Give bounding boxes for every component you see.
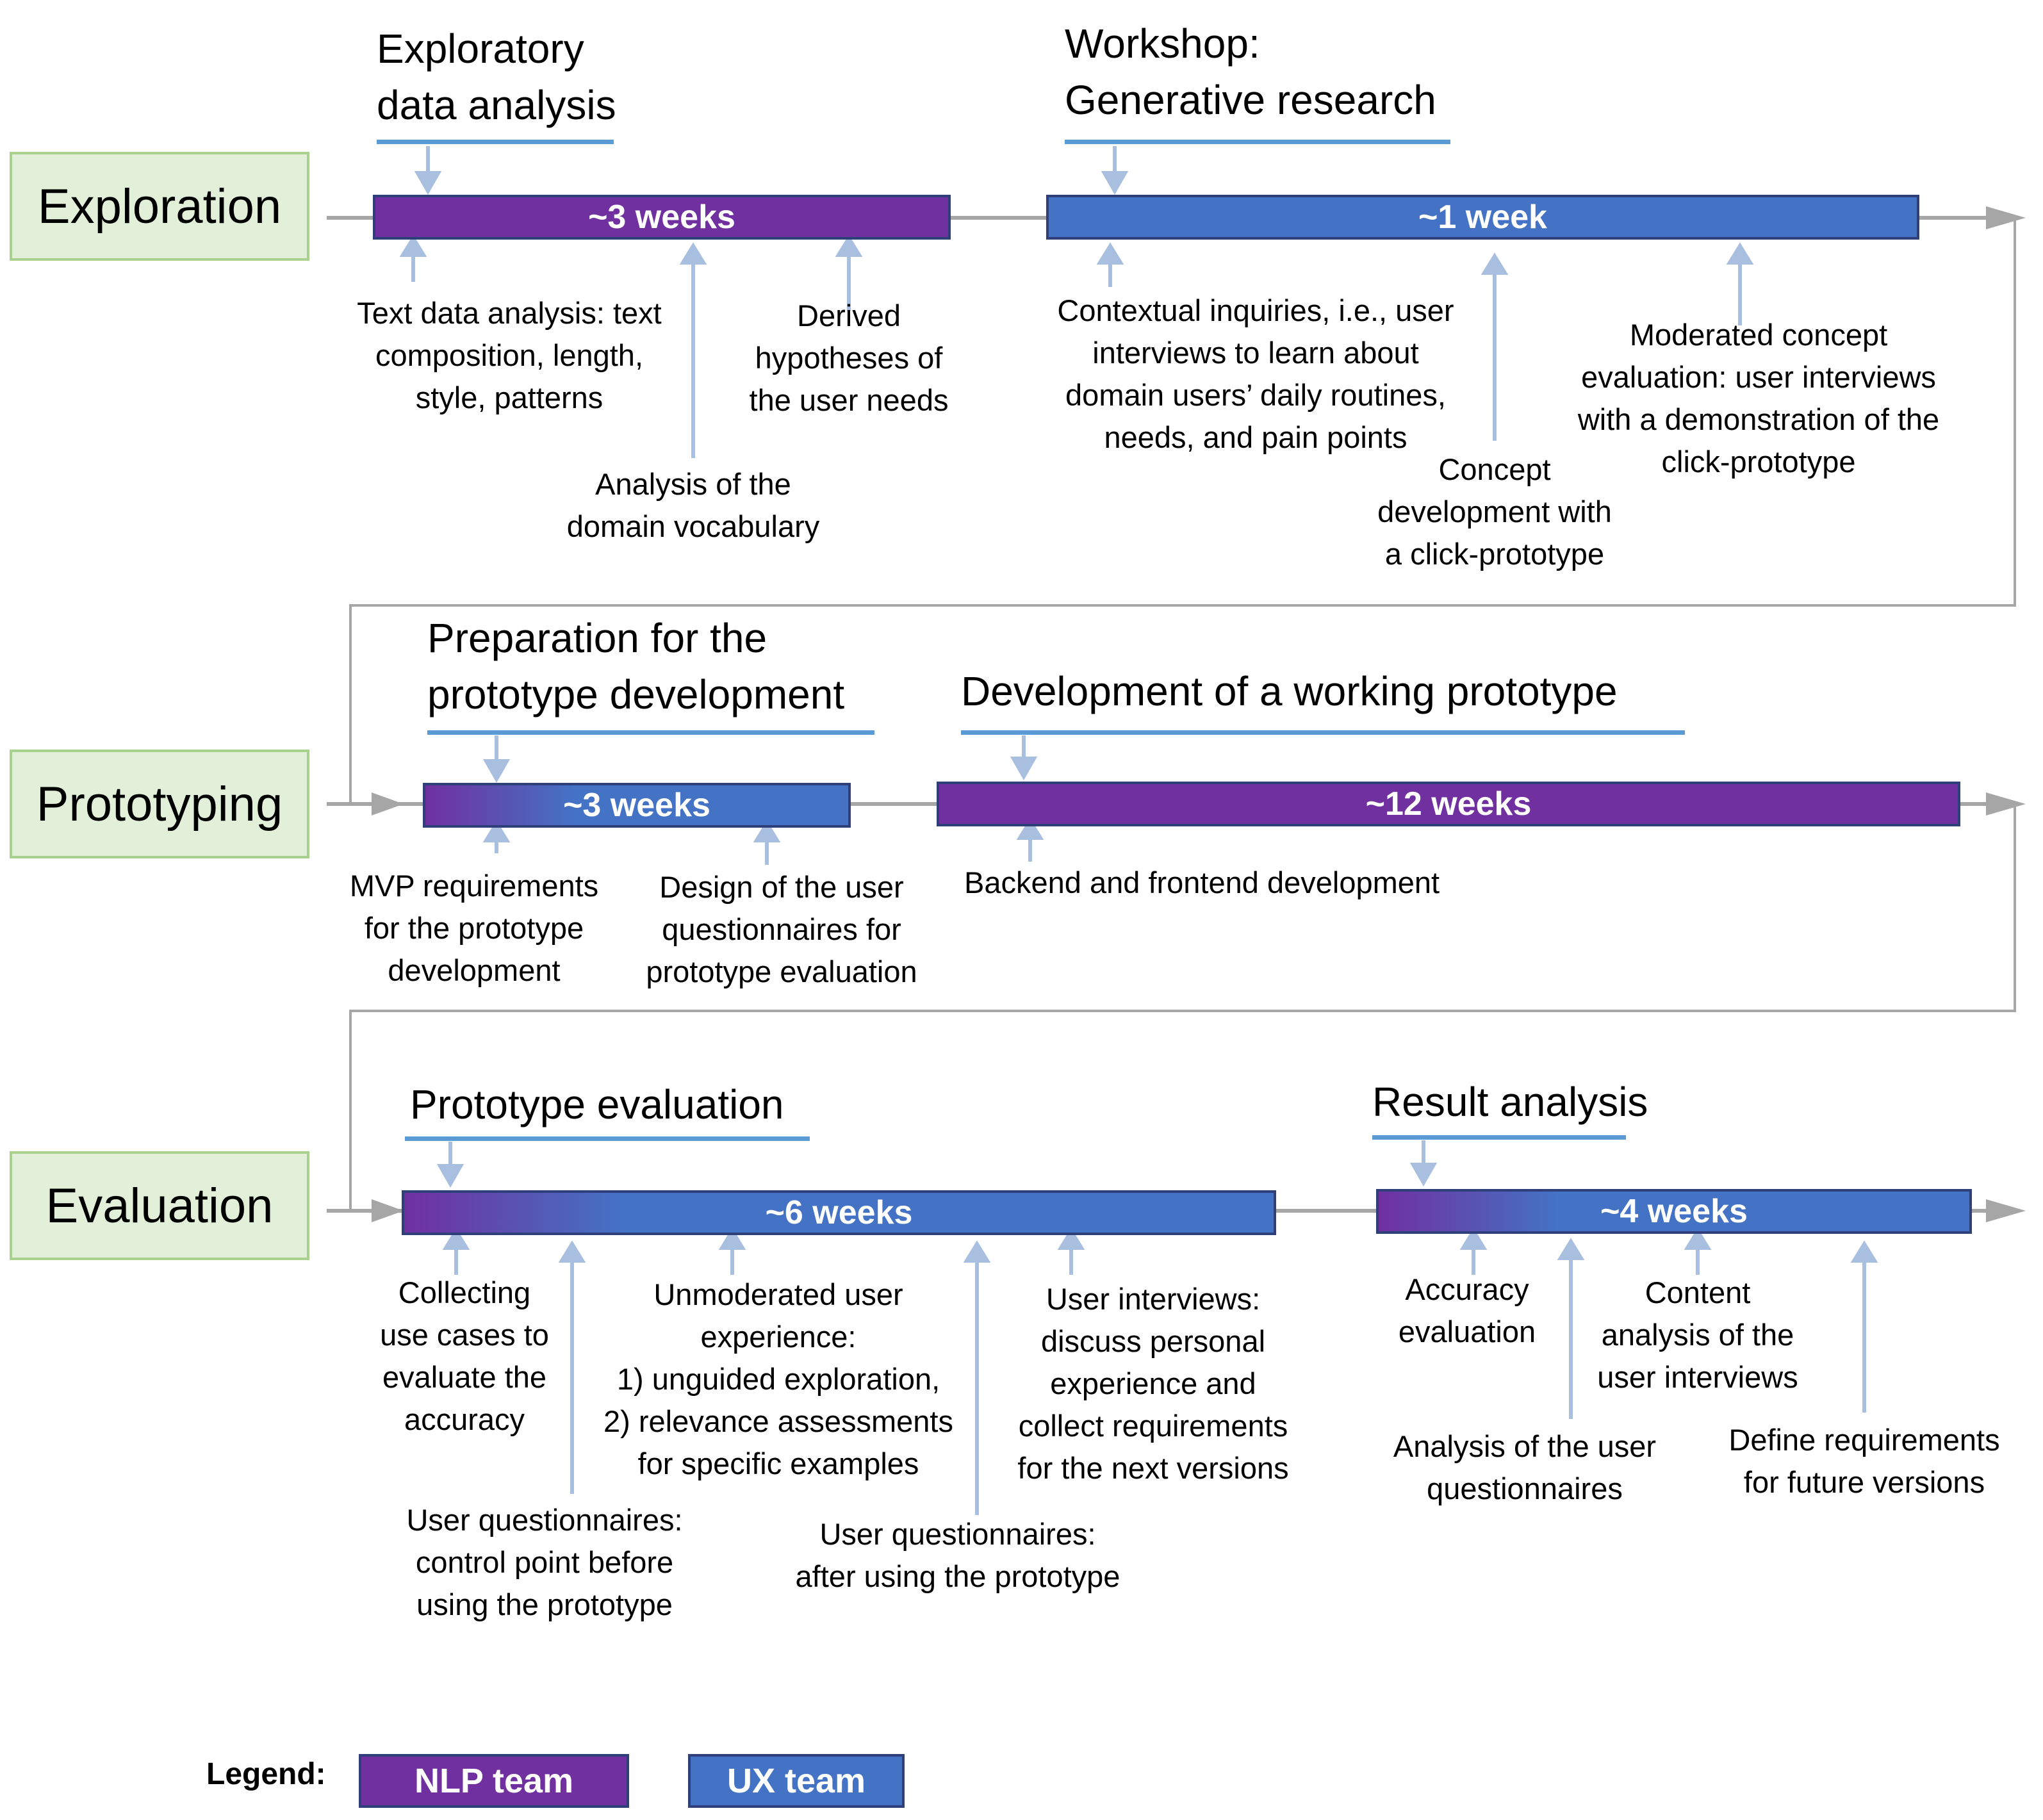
pointer-arrowhead — [753, 820, 781, 842]
note-content-analysis: Content analysis of the user interviews — [1597, 1275, 1798, 1394]
pointer-arrowhead — [482, 759, 511, 783]
pointer-arrowhead — [1057, 1227, 1085, 1250]
heading-underline — [427, 730, 874, 735]
phase-evaluation-label: Evaluation — [45, 1178, 274, 1233]
note-backend-frontend: Backend and frontend development — [964, 865, 1440, 899]
timeline-arrowhead — [1986, 792, 2026, 816]
bar-exploratory-3-weeks: ~3 weeks — [373, 195, 951, 240]
note-domain-vocabulary: Analysis of the domain vocabulary — [566, 467, 820, 543]
legend-ux-team: UX team — [688, 1754, 905, 1808]
heading-underline — [961, 730, 1685, 735]
note-user-interviews: User interviews: discuss personal experi… — [1017, 1282, 1289, 1485]
note-mvp-requirements: MVP requirements for the prototype devel… — [349, 869, 599, 987]
timeline-arrowhead — [372, 1199, 404, 1222]
note-define-requirements: Define requirements for future versions — [1728, 1423, 2000, 1499]
bar-result-analysis-4-weeks: ~4 weeks — [1376, 1189, 1972, 1234]
pointer-arrowhead — [963, 1240, 991, 1263]
legend-label: Legend: — [206, 1757, 326, 1791]
note-concept-development: Concept development with a click-prototy… — [1377, 452, 1612, 571]
timeline-arrowhead — [372, 792, 404, 816]
timeline-arrowhead — [1986, 206, 2026, 229]
heading-development: Development of a working prototype — [961, 668, 1618, 714]
note-collecting-use-cases: Collecting use cases to evaluate the acc… — [380, 1275, 549, 1436]
bar-label: ~4 weeks — [1600, 1193, 1748, 1230]
legend-nlp-team: NLP team — [359, 1754, 629, 1808]
note-accuracy-evaluation: Accuracy evaluation — [1398, 1272, 1536, 1349]
heading-prototype-evaluation: Prototype evaluation — [410, 1081, 784, 1127]
pointer-arrowhead — [399, 234, 427, 257]
phase-exploration-label: Exploration — [37, 179, 282, 234]
bar-workshop-1-week: ~1 week — [1046, 195, 1919, 240]
note-questionnaires-before: User questionnaires: control point befor… — [406, 1503, 683, 1621]
pointer-arrowhead — [442, 1227, 470, 1250]
pointer-arrowhead — [436, 1164, 464, 1188]
pointer-arrowhead — [1010, 757, 1038, 781]
bar-label: ~1 week — [1418, 199, 1547, 236]
heading-result-analysis: Result analysis — [1372, 1079, 1648, 1125]
note-unmoderated-experience: Unmoderated user experience: 1) unguided… — [603, 1277, 953, 1480]
pointer-arrowhead — [718, 1227, 746, 1250]
phase-evaluation: Evaluation — [10, 1151, 309, 1260]
note-derived-hypotheses: Derived hypotheses of the user needs — [749, 299, 949, 417]
heading-underline — [377, 140, 614, 144]
pointer-arrowhead — [414, 171, 442, 195]
note-text-data-analysis: Text data analysis: text composition, le… — [357, 296, 662, 414]
note-moderated-evaluation: Moderated concept evaluation: user inter… — [1577, 318, 1940, 479]
pointer-arrowhead — [1096, 242, 1124, 265]
legend-ux-label: UX team — [726, 1762, 866, 1800]
phase-prototyping-label: Prototyping — [36, 776, 283, 832]
heading-underline — [1065, 140, 1450, 144]
note-design-questionnaires: Design of the user questionnaires for pr… — [646, 870, 917, 988]
pointer-arrowhead — [482, 820, 511, 842]
pointer-arrowhead — [1850, 1240, 1878, 1263]
pointer-arrowhead — [558, 1240, 586, 1263]
heading-underline — [1372, 1135, 1626, 1140]
pointer-arrowhead — [1409, 1163, 1438, 1187]
bar-label: ~3 weeks — [563, 787, 710, 824]
pointer-arrowhead — [1101, 171, 1129, 195]
heading-preparation: Preparation for the prototype developmen… — [427, 615, 845, 717]
pointer-arrowhead — [1016, 817, 1044, 840]
note-contextual-inquiries: Contextual inquiries, i.e., user intervi… — [1057, 293, 1454, 454]
pointer-arrowhead — [679, 242, 707, 265]
legend-nlp-label: NLP team — [414, 1762, 574, 1800]
timeline-arrowhead — [1986, 1199, 2026, 1222]
pointer-arrowhead — [1557, 1238, 1585, 1260]
bar-preparation-3-weeks: ~3 weeks — [423, 783, 851, 828]
pointer-arrowhead — [1481, 252, 1509, 275]
heading-underline — [405, 1136, 810, 1141]
bar-label: ~3 weeks — [588, 199, 735, 236]
phase-prototyping: Prototyping — [10, 750, 309, 858]
pointer-arrowhead — [1684, 1227, 1712, 1250]
bar-prototype-evaluation-6-weeks: ~6 weeks — [402, 1190, 1276, 1235]
pointer-arrowhead — [835, 234, 863, 257]
phase-exploration: Exploration — [10, 152, 309, 261]
pointer-arrowhead — [1726, 242, 1754, 265]
heading-exploratory: Exploratory data analysis — [377, 26, 616, 128]
note-questionnaires-after: User questionnaires: after using the pro… — [795, 1517, 1120, 1593]
heading-workshop: Workshop: Generative research — [1065, 20, 1436, 123]
bar-development-12-weeks: ~12 weeks — [937, 782, 1960, 826]
note-analysis-questionnaires: Analysis of the user questionnaires — [1393, 1429, 1657, 1505]
bar-label: ~12 weeks — [1365, 785, 1532, 823]
bar-label: ~6 weeks — [765, 1194, 913, 1231]
pointer-arrowhead — [1459, 1227, 1488, 1250]
